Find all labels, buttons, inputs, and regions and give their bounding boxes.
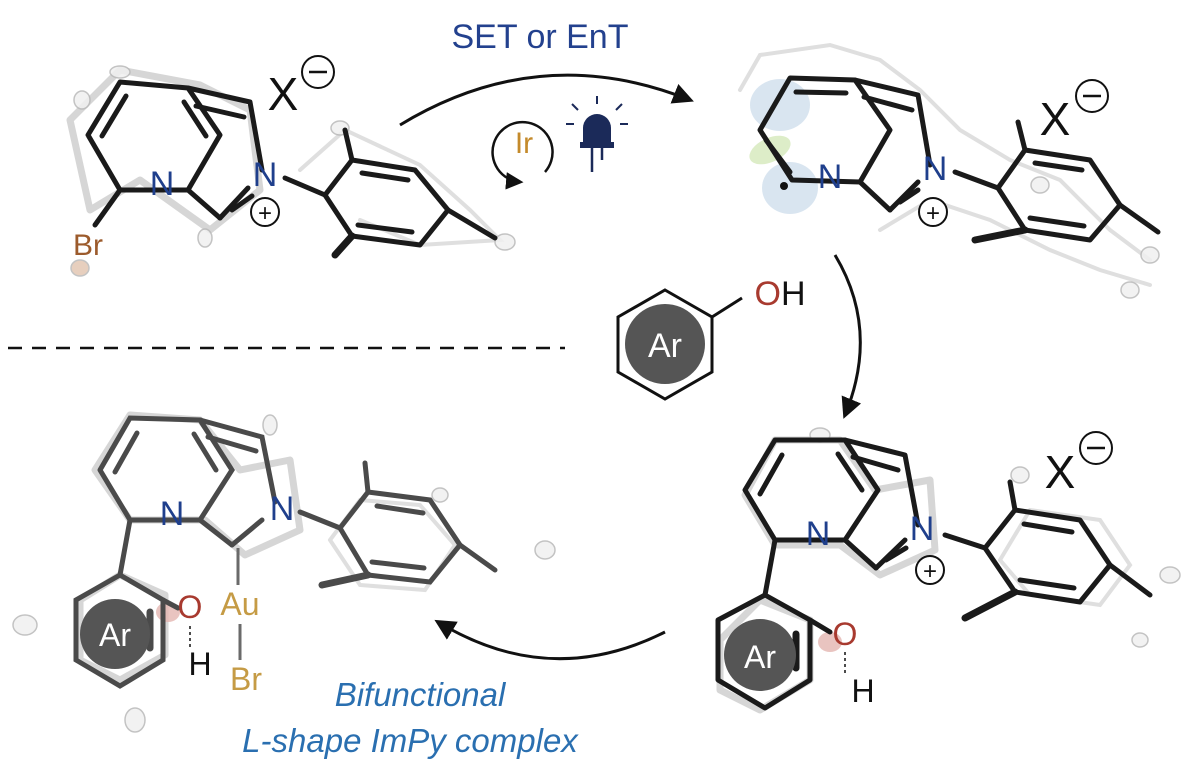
product-h-label: H xyxy=(851,673,874,709)
product-counterion-label: X xyxy=(1045,446,1076,498)
top-reaction-step: SET or EnT Ir xyxy=(399,18,694,190)
reagent-ar-disc xyxy=(625,304,705,384)
product-o-label: O xyxy=(833,616,858,652)
curved-arrow-top xyxy=(399,73,694,127)
gold-h-label: H xyxy=(188,646,211,682)
radical-counterion-label: X xyxy=(1040,93,1071,145)
phenol-reagent: Ar OH xyxy=(616,275,806,401)
gold-o-label: O xyxy=(178,589,203,625)
gold-impy-complex: Ar O H Au Br N N xyxy=(12,411,556,733)
radical-intermediate: N N + X xyxy=(738,42,1161,299)
curved-arrow-right xyxy=(833,254,862,419)
plus-sign-icon: + xyxy=(258,200,272,227)
starting-imidazopyridinium: N N Br + X xyxy=(66,55,516,277)
gold-n2-label: N xyxy=(270,490,295,528)
product-ar-label: Ar xyxy=(744,639,776,675)
reagent-oh-label: OH xyxy=(754,275,805,313)
product-n1-label: N xyxy=(806,515,831,553)
radical-dot-icon xyxy=(780,182,788,190)
blue-led-icon xyxy=(566,96,628,172)
radical-cation-charge-icon xyxy=(918,197,948,227)
product-cation-charge-icon xyxy=(915,555,945,585)
catalytic-cycle-icon xyxy=(491,120,554,190)
start-counterion-label: X xyxy=(268,68,299,120)
gold-n1-label: N xyxy=(160,495,185,533)
start-n1-label: N xyxy=(150,165,175,203)
svg-text:+: + xyxy=(923,558,937,585)
caption-line-2: L-shape ImPy complex xyxy=(242,722,579,759)
radical-n1-label: N xyxy=(818,158,843,196)
gold-ar-label: Ar xyxy=(99,617,131,653)
caption-line-1: Bifunctional xyxy=(335,676,507,713)
start-n2-label: N xyxy=(253,156,278,194)
gold-bromide-label: Br xyxy=(230,661,262,697)
arylated-imidazopyridinium: Ar O H N N + X xyxy=(715,427,1181,714)
gold-metal-label: Au xyxy=(220,586,259,622)
cation-charge-icon xyxy=(250,197,280,227)
svg-text:+: + xyxy=(926,200,940,227)
top-arrow-label: SET or EnT xyxy=(452,18,629,56)
catalyst-label: Ir xyxy=(515,127,533,160)
product-n2-label: N xyxy=(910,510,935,548)
curved-arrow-bottom xyxy=(434,619,666,661)
reagent-ar-label: Ar xyxy=(648,327,682,365)
start-br-label: Br xyxy=(73,229,103,262)
radical-n2-label: N xyxy=(923,150,948,188)
